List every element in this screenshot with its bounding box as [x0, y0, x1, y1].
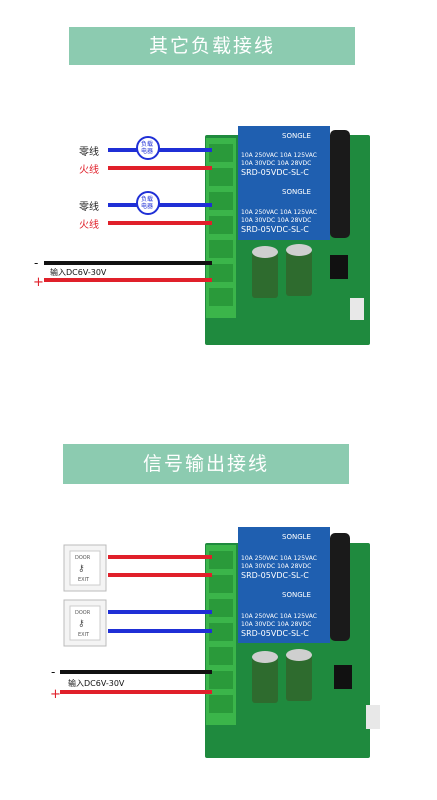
- relay-rating-1: 10A 250VAC 10A 125VAC: [241, 613, 317, 620]
- relay-brand: SONGLE: [282, 533, 311, 541]
- wiring-diagram-other-loads: SONGLE 10A 250VAC 10A 125VAC 10A 30VDC 1…: [33, 126, 370, 345]
- exit-button-device: DOOR EXIT ⚷: [63, 544, 107, 592]
- relay-model: SRD-05VDC-SL-C: [241, 629, 309, 638]
- relay-rating-1: 10A 250VAC 10A 125VAC: [241, 209, 317, 216]
- load-text: 负载: [141, 140, 153, 148]
- power-plus-symbol: +: [33, 275, 44, 290]
- live-label: 火线: [79, 218, 99, 231]
- relay-rating-2: 10A 30VDC 10A 28VDC: [241, 563, 311, 570]
- relay-rating-2: 10A 30VDC 10A 28VDC: [241, 160, 311, 167]
- button-top-text: DOOR: [75, 555, 91, 561]
- relay-1: SONGLE 10A 250VAC 10A 125VAC 10A 30VDC 1…: [238, 527, 330, 585]
- capacitor: [286, 649, 312, 701]
- button-connector: [350, 298, 364, 320]
- neutral-label: 零线: [79, 200, 99, 213]
- neutral-label: 零线: [79, 145, 99, 158]
- relay-model: SRD-05VDC-SL-C: [241, 168, 309, 177]
- relay-2: SONGLE 10A 250VAC 10A 125VAC 10A 30VDC 1…: [238, 182, 330, 240]
- power-minus-symbol: -: [51, 665, 55, 679]
- section-title-text: 信号输出接线: [142, 453, 269, 475]
- wiring-diagram-signal-output: SONGLE 10A 250VAC 10A 125VAC 10A 30VDC 1…: [50, 527, 380, 758]
- relay-model: SRD-05VDC-SL-C: [241, 225, 309, 234]
- load-device-icon: [136, 191, 160, 215]
- button-bottom-text: EXIT: [78, 632, 90, 638]
- relay-1: SONGLE 10A 250VAC 10A 125VAC 10A 30VDC 1…: [238, 126, 330, 182]
- power-input-label: 输入DC6V-30V: [68, 678, 125, 688]
- button-bottom-text: EXIT: [78, 577, 90, 583]
- receiver-module: [330, 130, 350, 238]
- relay-2: SONGLE 10A 250VAC 10A 125VAC 10A 30VDC 1…: [238, 585, 330, 643]
- power-plus-symbol: +: [50, 687, 61, 702]
- relay-brand: SONGLE: [282, 188, 311, 196]
- load-device-icon: [136, 136, 160, 160]
- key-icon: ⚷: [78, 564, 85, 574]
- power-minus-symbol: -: [34, 256, 38, 270]
- key-icon: ⚷: [78, 619, 85, 629]
- button-connector: [366, 705, 380, 729]
- section-title-text: 其它负载接线: [148, 35, 275, 57]
- ic-chip: [330, 255, 348, 279]
- load-text: 电器: [141, 202, 153, 210]
- capacitor: [252, 246, 278, 298]
- live-label: 火线: [79, 163, 99, 176]
- relay-model: SRD-05VDC-SL-C: [241, 571, 309, 580]
- capacitor: [286, 244, 312, 296]
- capacitor: [252, 651, 278, 703]
- section-title-signal-output: 信号输出接线: [63, 444, 349, 484]
- load-text: 负载: [141, 195, 153, 203]
- power-input-label: 输入DC6V-30V: [50, 267, 107, 277]
- relay-rating-2: 10A 30VDC 10A 28VDC: [241, 217, 311, 224]
- relay-brand: SONGLE: [282, 132, 311, 140]
- ic-chip: [334, 665, 352, 689]
- section-title-other-loads: 其它负载接线: [69, 27, 355, 65]
- load-text: 电器: [141, 147, 153, 155]
- receiver-module: [330, 533, 350, 641]
- relay-brand: SONGLE: [282, 591, 311, 599]
- relay-rating-1: 10A 250VAC 10A 125VAC: [241, 555, 317, 562]
- button-top-text: DOOR: [75, 610, 91, 616]
- relay-rating-1: 10A 250VAC 10A 125VAC: [241, 152, 317, 159]
- relay-rating-2: 10A 30VDC 10A 28VDC: [241, 621, 311, 628]
- exit-button-device: DOOR EXIT ⚷: [63, 599, 107, 647]
